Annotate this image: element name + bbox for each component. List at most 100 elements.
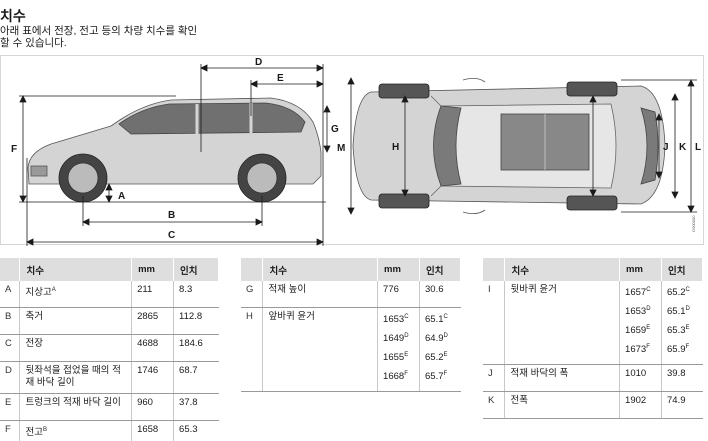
mm-value-text: 4688 <box>137 338 159 349</box>
inch-value: 65.9F <box>667 341 697 360</box>
inch-value-text: 65.2 <box>425 352 444 363</box>
intro-line-1: 아래 표에서 전장, 전고 등의 차량 치수를 확인 <box>0 25 198 37</box>
row-key: H <box>241 307 264 392</box>
figure-code: G000000 <box>691 215 696 232</box>
col-dimension: 치수 <box>262 258 379 281</box>
inch-value: 65.7F <box>425 368 455 387</box>
inch-value-text: 8.3 <box>179 284 193 295</box>
mm-value: 1649D <box>383 330 414 349</box>
inch-footnote: D <box>685 306 690 312</box>
row-key: I <box>483 281 506 365</box>
mm-value-text: 1746 <box>137 365 159 376</box>
row-label: 적재 바닥의 폭 <box>504 364 621 392</box>
mm-value-text: 1649 <box>383 333 405 344</box>
row-mm: 2865 <box>131 307 175 335</box>
mm-value: 1673F <box>625 341 656 360</box>
mm-value: 2865 <box>137 311 168 330</box>
table-row: C 전장 4688 184.6 <box>0 334 219 362</box>
mm-value: 1659E <box>625 322 656 341</box>
mm-footnote: D <box>404 333 409 339</box>
inch-footnote: D <box>443 333 448 339</box>
mm-value: 1655E <box>383 349 414 368</box>
mm-footnote: F <box>404 371 408 377</box>
label-C: C <box>168 230 175 241</box>
row-mm: 1902 <box>619 391 663 419</box>
mm-value: 1653D <box>625 303 656 322</box>
inch-value-text: 65.7 <box>425 371 444 382</box>
row-label: 축거 <box>19 307 133 335</box>
mm-value-text: 960 <box>137 397 153 408</box>
row-label-text: 전고 <box>25 427 43 438</box>
mm-value: 1746 <box>137 365 168 384</box>
row-key: B <box>0 307 21 335</box>
label-B: B <box>168 210 175 221</box>
inch-value: 39.8 <box>667 368 697 387</box>
row-inch: 112.8 <box>173 307 219 335</box>
inch-value-text: 65.9 <box>667 344 686 355</box>
row-inch: 68.7 <box>173 361 219 394</box>
row-inch: 8.3 <box>173 281 219 308</box>
row-mm: 776 <box>377 281 421 308</box>
mm-footnote: E <box>404 352 409 358</box>
row-label-text: 전장 <box>25 338 43 349</box>
label-K: K <box>679 142 687 153</box>
mm-value-text: 1673 <box>625 344 647 355</box>
mm-value-text: 1659 <box>625 325 647 336</box>
row-label: 전장 <box>19 334 133 362</box>
inch-value: 8.3 <box>179 284 213 303</box>
mm-value-text: 211 <box>137 284 153 295</box>
row-label-text: 축거 <box>25 311 43 322</box>
mm-footnote: D <box>646 306 651 312</box>
inch-value-text: 37.8 <box>179 397 198 408</box>
inch-value: 65.2C <box>667 284 697 303</box>
mm-value: 1668F <box>383 368 414 387</box>
mm-value-text: 1653 <box>625 306 647 317</box>
row-mm: 1658 <box>131 420 175 441</box>
mm-value-text: 1902 <box>625 395 647 406</box>
mm-footnote: E <box>646 325 651 331</box>
row-mm: 1010 <box>619 364 663 392</box>
row-mm: 4688 <box>131 334 175 362</box>
inch-footnote: C <box>685 287 690 293</box>
row-key: E <box>0 393 21 421</box>
table-row: B 축거 2865 112.8 <box>0 307 219 335</box>
inch-footnote: E <box>443 352 448 358</box>
row-inch: 37.8 <box>173 393 219 421</box>
col-inch: 인치 <box>173 258 219 281</box>
label-M: M <box>337 143 345 154</box>
mm-value: 776 <box>383 284 414 303</box>
col-dimension: 치수 <box>504 258 621 281</box>
mm-footnote: F <box>646 344 650 350</box>
row-label: 뒷바퀴 윤거 <box>504 281 621 365</box>
inch-footnote: E <box>685 325 690 331</box>
row-inch: 184.6 <box>173 334 219 362</box>
inch-value-text: 74.9 <box>667 395 686 406</box>
mm-value-text: 2865 <box>137 311 159 322</box>
mm-value: 4688 <box>137 338 168 357</box>
row-key: C <box>0 334 21 362</box>
inch-footnote: F <box>443 371 448 377</box>
label-L: L <box>695 142 701 153</box>
row-label-text: 트렁크의 적재 바닥 길이 <box>25 397 121 408</box>
row-label: 지상고A <box>19 281 133 308</box>
label-D: D <box>255 57 262 68</box>
row-mm: 1746 <box>131 361 175 394</box>
mm-value: 1653C <box>383 311 414 330</box>
row-label-text: 적재 바닥의 폭 <box>510 368 569 379</box>
mm-footnote: C <box>404 314 409 320</box>
col-inch: 인치 <box>661 258 703 281</box>
inch-value: 65.3E <box>667 322 697 341</box>
label-E: E <box>277 73 284 84</box>
row-inch: 74.9 <box>661 391 703 419</box>
row-inch: 65.3 <box>173 420 219 441</box>
row-key: D <box>0 361 21 394</box>
row-label-text: 뒷바퀴 윤거 <box>510 284 557 295</box>
